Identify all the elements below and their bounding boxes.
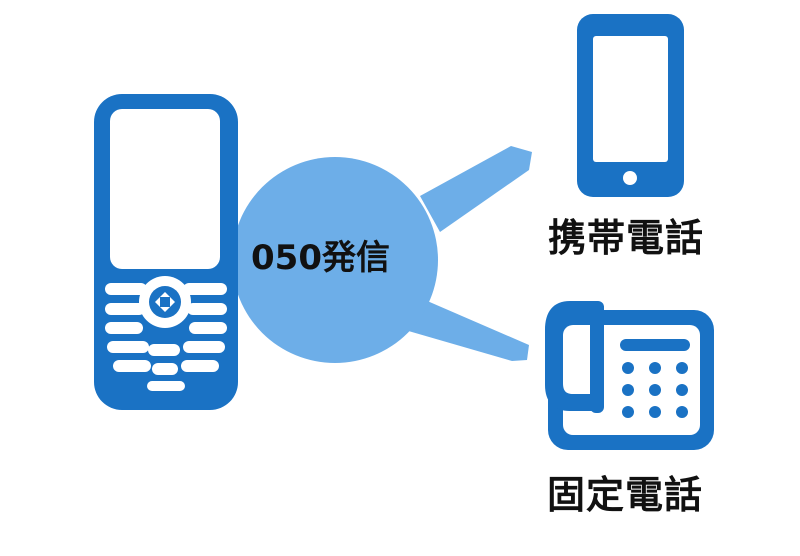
feature-phone-icon [94,94,238,410]
mobile-phone-label: 携帯電話 [548,216,705,260]
bubble-pointer-bottom [405,300,529,361]
bubble-circle [232,157,438,363]
speech-bubble [232,146,532,363]
center-label: 050発信 [251,238,390,278]
desk-phone-icon [545,301,714,450]
smartphone-icon [577,14,684,197]
bubble-pointer-top [420,146,532,232]
landline-phone-label: 固定電話 [547,473,704,517]
